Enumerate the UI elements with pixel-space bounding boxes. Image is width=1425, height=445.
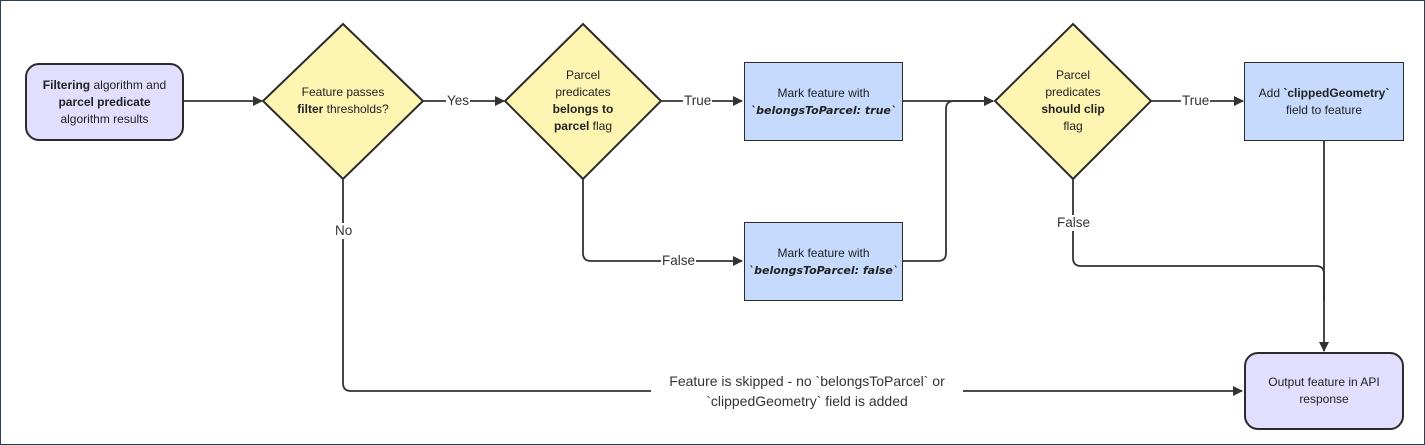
belongs-decision-text-1: Parcel predicates	[555, 68, 611, 99]
add-clipped-node: Add `clippedGeometry` field to feature	[1244, 62, 1404, 141]
filter-decision-label: Feature passes filter thresholds?	[293, 71, 393, 131]
edge-belongs-markfalse	[582, 179, 743, 266]
belongs-decision-text-2: flag	[589, 119, 613, 133]
start-node: Filtering algorithm and parcel predicate…	[25, 63, 184, 141]
output-text: Output feature in API response	[1268, 375, 1380, 406]
start-node-text-2: algorithm results	[60, 111, 149, 126]
edge-label-false-2: False	[1056, 215, 1092, 231]
edge-clip-output-false	[1072, 179, 1325, 301]
edge-markfalse-clip	[902, 96, 994, 262]
edge-label-true-2: True	[1181, 93, 1211, 109]
mark-false-text: Mark feature with	[777, 245, 870, 260]
add-clipped-bold: `clippedGeometry`	[1283, 85, 1390, 100]
start-node-text-1: algorithm and	[90, 77, 167, 92]
filter-decision-bold: filter	[297, 102, 324, 116]
filter-decision-text-2: thresholds?	[323, 102, 389, 116]
clip-decision-label: Parcel predicates should clip flag	[1031, 63, 1115, 139]
edge-label-no: No	[334, 223, 354, 239]
output-node: Output feature in API response	[1244, 352, 1404, 430]
belongs-decision-label: Parcel predicates belongs to parcel flag	[541, 63, 625, 139]
mark-true-node: Mark feature with `belongsToParcel: true…	[744, 62, 903, 141]
edge-label-true-1: True	[683, 93, 713, 109]
add-clipped-text-2: field to feature	[1285, 102, 1363, 117]
belongs-decision-bold: belongs to parcel	[552, 102, 614, 133]
start-node-bold-1: Filtering	[42, 77, 91, 92]
filter-decision-text-1: Feature passes	[301, 85, 385, 99]
edge-label-skipped: Feature is skipped - no `belongsToParcel…	[651, 371, 963, 411]
clip-decision-bold: should clip	[1041, 102, 1105, 116]
start-node-bold-2: parcel predicate	[58, 94, 151, 109]
clip-decision-text-2: flag	[1063, 119, 1083, 133]
mark-true-code: `belongsToParcel: true`	[750, 103, 897, 117]
edge-filter-output-no	[342, 179, 1243, 396]
mark-true-text: Mark feature with	[777, 85, 870, 100]
edge-label-false-1: False	[661, 253, 697, 269]
mark-false-code: `belongsToParcel: false`	[748, 263, 899, 277]
mark-false-node: Mark feature with `belongsToParcel: fals…	[744, 222, 903, 301]
add-clipped-text-1: Add	[1258, 85, 1284, 100]
edge-label-yes: Yes	[446, 93, 471, 109]
clip-decision-text-1: Parcel predicates	[1045, 68, 1101, 99]
